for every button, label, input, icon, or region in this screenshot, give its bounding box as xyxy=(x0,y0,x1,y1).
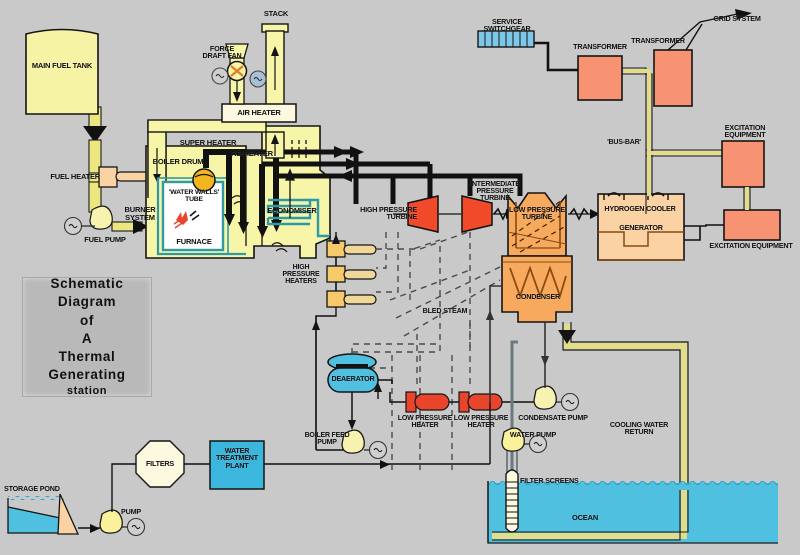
label-service-switchgear: SERVICE SWITCHGEAR xyxy=(483,17,531,34)
air-duct-top xyxy=(147,119,267,133)
deaerator-steam-inlet xyxy=(351,343,436,354)
bled-steam-lines xyxy=(351,231,503,470)
excitation-equipment-1-shape xyxy=(721,140,765,188)
label-super-heater: SUPER HEATER xyxy=(179,138,237,147)
label-low-pressure-turbine: LOW PRESSURE TURBINE xyxy=(509,205,565,222)
title-line-5: Thermal xyxy=(58,348,116,364)
label-grid-system: GRID SYSTEM xyxy=(713,14,761,23)
cooling-water-return-pipe xyxy=(558,322,689,490)
condenser-shape xyxy=(501,255,573,323)
fd-fan-duct xyxy=(211,43,267,105)
label-fuel-heater: FUEL HEATER xyxy=(50,172,100,181)
label-stack: STACK xyxy=(263,9,289,18)
label-boiler-drum: BOILER DRUM xyxy=(152,157,204,166)
gas-swirl-marks xyxy=(231,195,288,253)
label-pump: PUMP xyxy=(121,507,141,516)
filter-screens-shape xyxy=(505,469,519,533)
label-cooling-water-return: COOLING WATER RETURN xyxy=(609,420,669,437)
water-pump-shape xyxy=(501,427,548,454)
condensate-line xyxy=(389,392,536,403)
filters-shape xyxy=(135,440,185,488)
label-deaerator: DEAERATOR xyxy=(331,374,375,383)
pump-to-filters xyxy=(111,463,139,512)
label-furnace: FURNACE xyxy=(176,237,212,246)
high-pressure-heaters-shapes xyxy=(326,240,377,308)
label-ocean: OCEAN xyxy=(571,513,599,522)
label-condenser: CONDENSER xyxy=(515,292,561,301)
label-water-walls-tube: 'WATER WALLS' TUBE xyxy=(168,189,220,203)
storage-pond-shape xyxy=(7,493,80,535)
bled-steam-to-lp-heaters xyxy=(416,320,471,384)
label-re-heater: RE-HEATER xyxy=(231,149,273,158)
flame-icon xyxy=(173,210,200,229)
excitation-equipment-2-shape xyxy=(723,209,781,241)
condensate-pump-shape xyxy=(533,385,580,412)
label-bled-steam: BLED STEAM xyxy=(422,306,468,315)
service-switchgear-shape xyxy=(477,30,535,48)
label-transformer-1: TRANSFORMER xyxy=(573,42,627,51)
transformer-1-shape xyxy=(577,55,623,101)
label-fuel-pump: FUEL PUMP xyxy=(84,235,126,244)
label-main-fuel-tank: MAIN FUEL TANK xyxy=(31,61,93,70)
crossover-pipe xyxy=(470,173,523,196)
condensate-to-deaerator xyxy=(378,379,393,384)
label-economiser: ECONOMISER xyxy=(267,206,317,215)
low-pressure-heater-1-shape xyxy=(405,391,450,413)
label-excitation-equipment-2: EXCITATION EQUIPMENT xyxy=(709,241,793,250)
label-hydrogen-cooler: HYDROGEN COOLER xyxy=(604,204,676,213)
label-filter-screens: FILTER SCREENS xyxy=(520,476,579,485)
label-boiler-feed-pump: BOILER FEED PUMP xyxy=(304,432,350,447)
label-filters: FILTERS xyxy=(145,459,174,468)
label-excitation-equipment-1: EXCITATION EQUIPMENT xyxy=(724,123,766,140)
title-line-6: Generating xyxy=(48,366,126,382)
label-intermediate-pressure-turbine: INTERMEDIATE PRESSURE TURBINE xyxy=(470,181,520,203)
label-high-pressure-turbine: HIGH PRESSURE TURBINE xyxy=(360,205,417,222)
grid-lines xyxy=(667,12,743,51)
label-condensate-pump: CONDENSATE PUMP xyxy=(518,413,588,422)
label-storage-pond: STORAGE POND xyxy=(4,484,60,493)
label-high-pressure-heaters: HIGH PRESSURE HEATERS xyxy=(282,264,320,286)
transformer-2-shape xyxy=(653,49,693,107)
main-fuel-tank-shape xyxy=(25,28,99,115)
deaerator-shape xyxy=(327,353,379,393)
high-pressure-turbine-shape xyxy=(407,195,439,233)
flue-gas-arrows xyxy=(285,140,307,218)
low-pressure-heater-2-shape xyxy=(458,391,503,413)
boiler-feed-pump-shape xyxy=(341,429,388,460)
water-treatment-plant-shape xyxy=(209,440,265,490)
label-low-pressure-heater-2: LOW PRESSURE HEATER xyxy=(453,415,509,430)
title-line-2: Diagram xyxy=(57,294,117,310)
generator-shape xyxy=(597,192,685,261)
label-low-pressure-heater-1: LOW PRESSURE HEATER xyxy=(397,415,453,430)
ocean-return-channel xyxy=(492,490,689,541)
title-line-1: Schematic xyxy=(50,276,124,292)
feedwater-to-economiser xyxy=(310,198,330,238)
title-line-4: A xyxy=(81,330,93,346)
title-line-7: station xyxy=(66,384,108,397)
bus-bar-fill xyxy=(624,69,721,196)
fuel-heater-shape xyxy=(98,166,155,188)
label-water-treatment-plant: WATER TREATMENT PLANT xyxy=(216,446,258,470)
air-heater-shape xyxy=(221,103,297,123)
title-block: Schematic Diagram of A Thermal Generatin… xyxy=(22,276,152,397)
condenser-cw-riser xyxy=(489,285,502,402)
label-generator: GENERATOR xyxy=(619,223,663,232)
pump-shape xyxy=(99,509,146,537)
lp-extraction-dashes xyxy=(511,199,567,253)
boiler-drum-shape xyxy=(192,168,216,192)
low-pressure-turbine-shape xyxy=(507,192,567,257)
label-air-heater: AIR HEATER xyxy=(237,108,281,117)
label-force-draft-fan: FORCE DRAFT FAN xyxy=(202,44,242,61)
label-bus-bar: 'BUS-BAR' xyxy=(607,139,641,146)
label-burner-system: BURNER SYSTEM xyxy=(124,205,156,222)
title-line-3: of xyxy=(80,312,94,328)
bfp-discharge xyxy=(315,316,344,451)
intermediate-pressure-turbine-shape xyxy=(461,195,493,233)
label-water-pump: WATER PUMP xyxy=(509,430,557,439)
label-transformer-2: TRANSFORMER xyxy=(631,36,685,45)
